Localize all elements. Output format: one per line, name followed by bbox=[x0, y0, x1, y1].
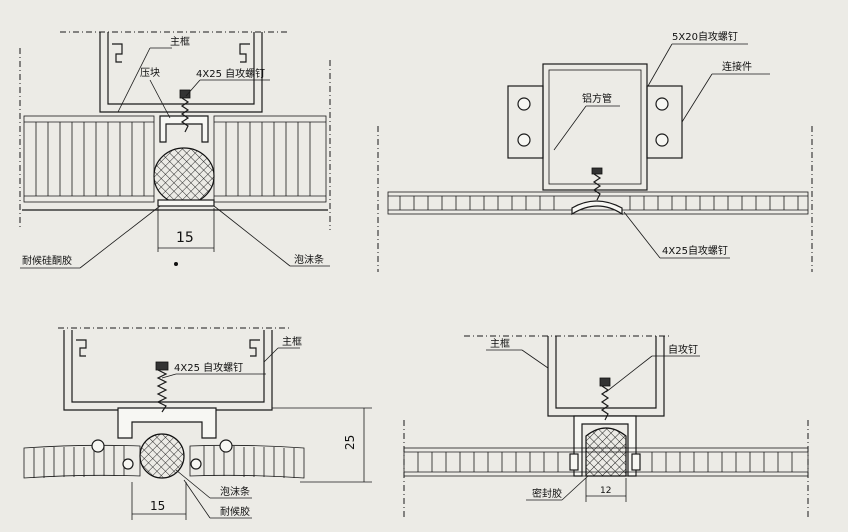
bolt-left bbox=[91, 439, 134, 470]
detail-top-right: 5X20自攻螺钉 连接件 铝方管 4X25自攻螺钉 bbox=[377, 30, 813, 272]
clip-profile bbox=[571, 200, 623, 216]
label-pressure-block: 压块 bbox=[140, 67, 160, 79]
dimension-15: 15 bbox=[157, 208, 215, 252]
label-screw: 4X25 自攻螺钉 bbox=[174, 361, 243, 374]
label-screw: 自攻钉 bbox=[668, 343, 698, 356]
detail-bottom-right: 12 主框 自攻钉 密封胶 bbox=[403, 335, 809, 520]
connector-left bbox=[507, 85, 544, 159]
pressure-block bbox=[117, 407, 217, 439]
detail-bottom-left: 25 15 主框 4X25 自攻螺钉 泡沫条 耐候胶 bbox=[23, 327, 372, 520]
label-sealant: 密封胶 bbox=[532, 487, 562, 500]
dimension-label: 12 bbox=[600, 486, 611, 496]
label-aluminum-tube: 铝方管 bbox=[582, 92, 612, 105]
label-main-frame: 主框 bbox=[170, 35, 190, 48]
screw-4x25 bbox=[155, 361, 169, 413]
dimension-15: 15 bbox=[131, 482, 187, 520]
label-screw-bottom: 4X25自攻螺钉 bbox=[662, 244, 728, 257]
label-sealant: 耐候硅酮胶 bbox=[22, 254, 72, 267]
label-sealant: 耐候胶 bbox=[220, 505, 250, 518]
dimension-height-label: 25 bbox=[343, 435, 357, 450]
screw bbox=[599, 377, 611, 421]
label-main-frame: 主框 bbox=[490, 337, 510, 350]
panel-right bbox=[189, 444, 305, 479]
bolt-right bbox=[190, 439, 233, 470]
label-screw: 4X25 自攻螺钉 bbox=[196, 67, 265, 80]
foam-strip bbox=[153, 147, 215, 205]
screw-4x25 bbox=[591, 167, 603, 201]
label-screw-top: 5X20自攻螺钉 bbox=[672, 30, 738, 43]
dimension-12: 12 bbox=[585, 478, 627, 502]
sealant-gasket bbox=[585, 427, 627, 477]
label-foam-strip: 泡沫条 bbox=[294, 253, 324, 266]
dimension-label: 15 bbox=[176, 230, 194, 246]
connector-right bbox=[646, 85, 683, 159]
panel-left bbox=[23, 444, 141, 479]
label-main-frame: 主框 bbox=[282, 335, 302, 348]
dimension-width-label: 15 bbox=[150, 499, 165, 513]
label-connector: 连接件 bbox=[722, 60, 752, 73]
foam-strip bbox=[139, 433, 185, 479]
screw-4x25 bbox=[179, 89, 191, 133]
detail-top-left: 15 主框 压块 4X25 自攻螺钉 耐候硅酮胶 泡沫条 bbox=[19, 31, 331, 269]
panel-right bbox=[213, 115, 327, 203]
main-frame-profile bbox=[99, 32, 263, 113]
panel-left bbox=[23, 115, 155, 203]
pressure-block bbox=[159, 115, 209, 143]
dimension-25: 25 bbox=[300, 408, 372, 483]
label-foam-strip: 泡沫条 bbox=[220, 485, 250, 498]
